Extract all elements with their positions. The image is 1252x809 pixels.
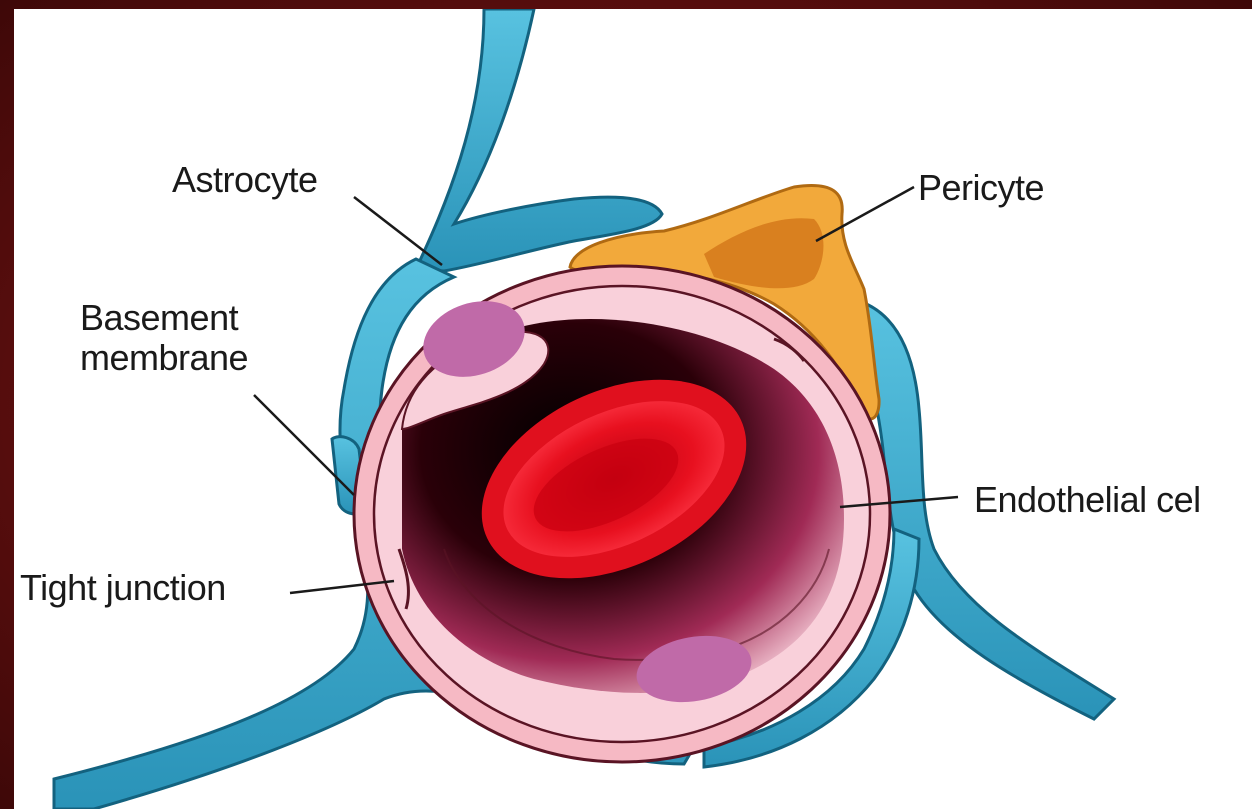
blood-brain-barrier-diagram (14, 9, 1252, 809)
diagram-canvas: Astrocyte Pericyte Basement membrane End… (14, 9, 1252, 809)
label-astrocyte: Astrocyte (172, 161, 318, 199)
label-tight-junction: Tight junction (20, 569, 226, 607)
label-endothelial-cell: Endothelial cel (974, 481, 1201, 519)
label-pericyte: Pericyte (918, 169, 1044, 207)
label-basement-line1: Basement (80, 299, 238, 337)
label-basement-line2: membrane (80, 339, 248, 377)
leader-astrocyte (354, 197, 442, 265)
